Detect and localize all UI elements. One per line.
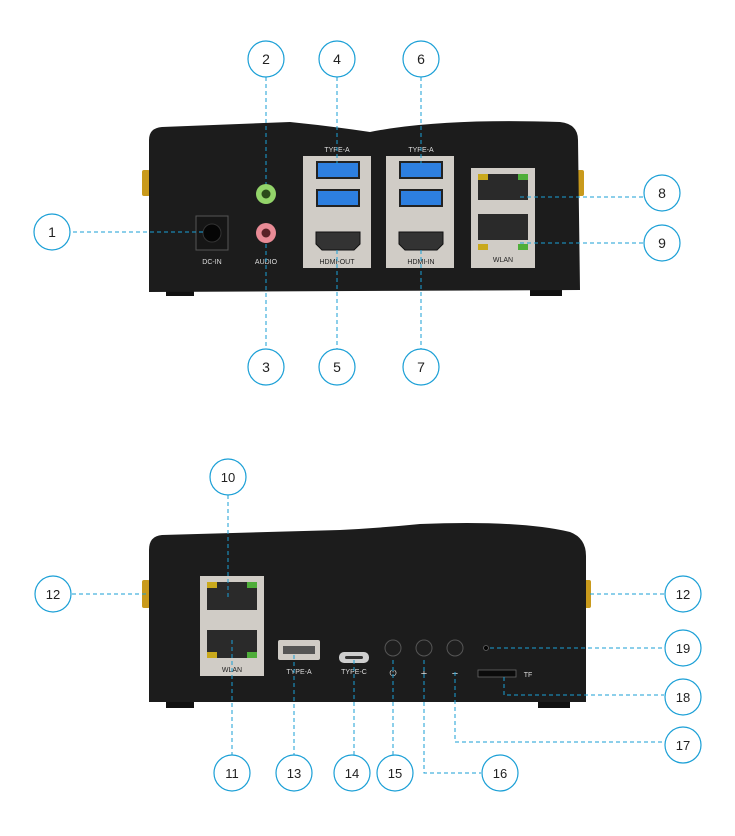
- rear-foot-left: [166, 700, 194, 708]
- rj45-port-bottom: [478, 214, 528, 240]
- svg-text:3: 3: [262, 359, 270, 375]
- callout-13: 13: [275, 754, 313, 792]
- svg-text:14: 14: [345, 766, 359, 781]
- callout-1: 1: [33, 213, 71, 251]
- svg-text:1: 1: [48, 224, 56, 240]
- svg-text:4: 4: [333, 51, 341, 67]
- svg-text:10: 10: [221, 470, 235, 485]
- usb-type-a-port-right-bottom: [399, 189, 443, 207]
- hdmi-out-label: HDMI-OUT: [320, 259, 356, 266]
- tf-card-slot: [477, 669, 517, 678]
- type-a-label-rear: TYPE-A: [286, 669, 312, 676]
- usb-type-a-port-right-top: [399, 161, 443, 179]
- callout-5: 5: [318, 348, 356, 386]
- svg-text:8: 8: [658, 185, 666, 201]
- wlan-label-front: WLAN: [493, 257, 513, 264]
- hdmi-in-port: [398, 231, 444, 251]
- usb-type-a-port-left-bottom: [316, 189, 360, 207]
- usb-type-a-port-left-top: [316, 161, 360, 179]
- volume-up-button: [415, 639, 433, 657]
- callout-6: 6: [402, 40, 440, 78]
- svg-text:15: 15: [388, 766, 402, 781]
- svg-text:18: 18: [676, 690, 690, 705]
- audio-label: AUDIO: [255, 259, 278, 266]
- front-foot-right: [530, 288, 562, 296]
- rear-foot-right: [538, 700, 570, 708]
- callout-16: 16: [481, 754, 519, 792]
- callout-2: 2: [247, 40, 285, 78]
- hdmi-out-port: [315, 231, 361, 251]
- callout-12-right: 12: [664, 575, 702, 613]
- callout-19: 19: [664, 629, 702, 667]
- callout-3: 3: [247, 348, 285, 386]
- tf-label: TF: [524, 672, 533, 679]
- callout-18: 18: [664, 678, 702, 716]
- power-button: [384, 639, 402, 657]
- rear-callout-lines: [72, 495, 665, 774]
- svg-text:6: 6: [417, 51, 425, 67]
- power-icon: ⏻: [389, 668, 396, 678]
- callout-10: 10: [209, 458, 247, 496]
- callout-7: 7: [402, 348, 440, 386]
- dc-in-label: DC-IN: [202, 259, 221, 266]
- front-callout-lines: [66, 77, 643, 349]
- reset-pinhole: [483, 645, 489, 651]
- svg-text:9: 9: [658, 235, 666, 251]
- svg-text:11: 11: [225, 766, 239, 781]
- volume-down-button: [446, 639, 464, 657]
- svg-text:7: 7: [417, 359, 425, 375]
- callout-12-left: 12: [34, 575, 72, 613]
- callout-15: 15: [376, 754, 414, 792]
- callout-14: 14: [333, 754, 371, 792]
- front-foot-left: [166, 288, 194, 296]
- hdmi-in-label: HDMI-IN: [407, 259, 434, 266]
- rear-panel: WLAN TYPE-A TYPE-C ⏻ + − TF: [142, 523, 591, 708]
- svg-text:19: 19: [676, 641, 690, 656]
- front-screw-right: [577, 170, 584, 196]
- callout-9: 9: [643, 224, 681, 262]
- svg-text:5: 5: [333, 359, 341, 375]
- callout-8: 8: [643, 174, 681, 212]
- svg-text:17: 17: [676, 738, 690, 753]
- dc-in-jack-icon: [202, 223, 222, 243]
- callout-4: 4: [318, 40, 356, 78]
- front-callouts: 1 2 3 4 5 6 7 8: [33, 40, 681, 386]
- svg-text:12: 12: [676, 587, 690, 602]
- rear-callouts: 10 11 12 12 13 14 15 16: [34, 458, 702, 792]
- type-c-label: TYPE-C: [341, 669, 367, 676]
- svg-text:12: 12: [46, 587, 60, 602]
- front-screw-left: [142, 170, 150, 196]
- svg-text:2: 2: [262, 51, 270, 67]
- callout-11: 11: [213, 754, 251, 792]
- svg-text:13: 13: [287, 766, 301, 781]
- front-panel: DC-IN AUDIO TYPE-A HDMI-OUT TYPE-A HDMI-…: [142, 121, 584, 296]
- svg-text:16: 16: [493, 766, 507, 781]
- callout-17: 17: [664, 726, 702, 764]
